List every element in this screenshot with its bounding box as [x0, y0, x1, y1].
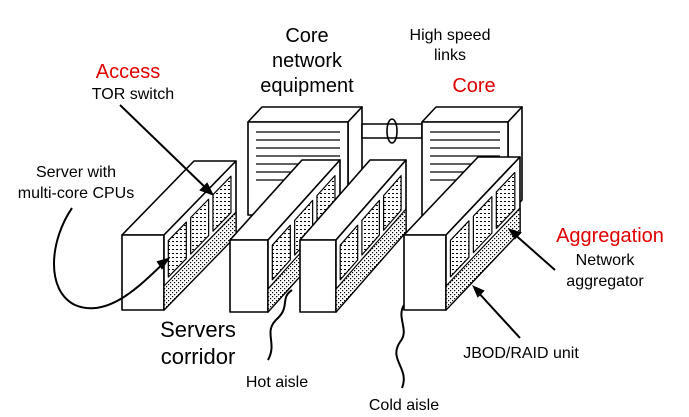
aggregator-arrow [507, 228, 556, 271]
jbod-arrow [472, 285, 521, 339]
core-equipment-label-2: network [272, 50, 343, 72]
high-speed-label-1: High speed [410, 27, 491, 44]
jbod-raid-label: JBOD/RAID unit [463, 345, 579, 362]
server-label-1: Server with [36, 164, 116, 181]
jbod-raid-rack [403, 156, 521, 311]
hot-aisle-squiggle [267, 289, 293, 361]
high-speed-links-line [361, 118, 423, 144]
server-rack-3 [299, 159, 407, 313]
servers-corridor-label-2: corridor [161, 344, 236, 369]
cold-aisle-label: Cold aisle [369, 397, 439, 414]
core-label: Core [452, 75, 495, 97]
network-aggregator-label-1: Network [576, 252, 636, 269]
tor-switch-arrow [119, 104, 215, 196]
access-label: Access [96, 61, 160, 83]
high-speed-label-2: links [434, 47, 466, 64]
cold-aisle-squiggle [395, 304, 405, 389]
aggregation-label: Aggregation [556, 225, 664, 247]
hot-aisle-label: Hot aisle [246, 374, 308, 391]
tor-switch-label: TOR switch [92, 86, 174, 103]
network-aggregator-label-2: aggregator [566, 273, 644, 290]
server-label-2: multi-core CPUs [18, 185, 134, 202]
server-leader-curve [53, 207, 171, 310]
core-equipment-label-3: equipment [260, 75, 354, 97]
core-equipment-label-1: Core [285, 25, 328, 47]
servers-corridor-label-1: Servers [160, 317, 236, 342]
server-rack-1 [121, 160, 237, 311]
